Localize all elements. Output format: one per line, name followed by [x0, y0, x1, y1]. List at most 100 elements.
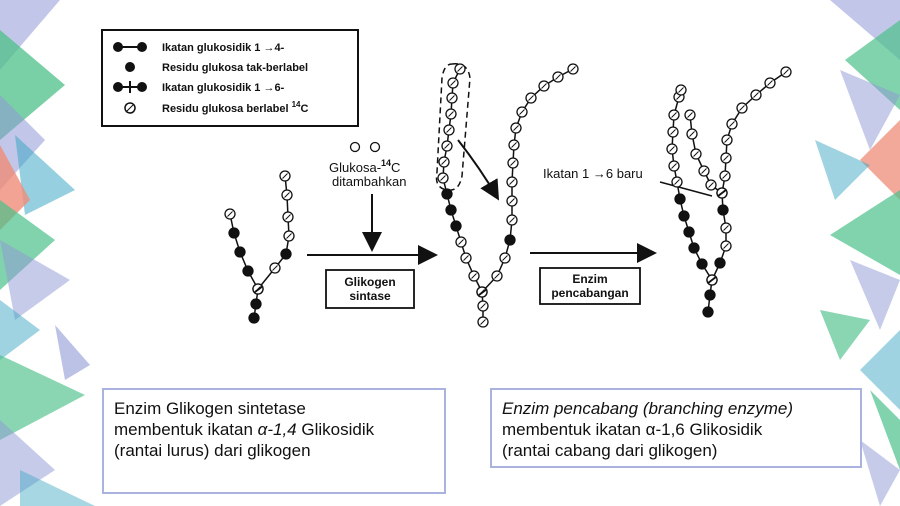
label-mark — [678, 87, 684, 93]
label-mark — [480, 303, 486, 309]
label-mark — [723, 155, 729, 161]
unlabeled-residue — [228, 227, 240, 239]
label-mark — [282, 173, 288, 179]
label-mark — [767, 80, 773, 86]
branch-point-1-6 — [707, 276, 717, 284]
synthase-label-line1: Glikogen — [344, 275, 395, 289]
labeled-glucose-icon — [369, 141, 381, 153]
legend-item-bond-1-4: Ikatan glukosidik 1 →4- — [162, 42, 285, 54]
label-mark — [723, 243, 729, 249]
caption-left-line2: membentuk ikatan α-1,4 Glikosidik — [114, 419, 432, 440]
label-mark — [227, 211, 233, 217]
triangle-decoration — [0, 300, 40, 360]
transfer-arrow — [457, 139, 500, 201]
label-mark — [440, 175, 446, 181]
caption-left-line2-pre: membentuk ikatan — [114, 420, 258, 439]
label-mark — [701, 168, 707, 174]
glycogen-synthase-box: Glikogen sintase — [325, 269, 415, 309]
triangle-decoration — [820, 310, 870, 360]
label-mark — [693, 151, 699, 157]
branch-point-1-6 — [254, 285, 264, 293]
transfer-segment-outline — [435, 63, 471, 191]
unlabeled-residue — [688, 242, 700, 254]
legend-bond-1-6-icon — [113, 81, 147, 93]
label-mark — [513, 125, 519, 131]
label-mark — [687, 112, 693, 118]
unlabeled-residue — [234, 246, 246, 258]
triangle-decoration — [840, 70, 900, 150]
label-mark — [450, 80, 456, 86]
caption-branching-enzyme: Enzim pencabang (branching enzyme) membe… — [490, 388, 862, 468]
label-mark — [446, 127, 452, 133]
caption-left-line3: (rantai lurus) dari glikogen — [114, 441, 311, 460]
label-mark — [541, 83, 547, 89]
label-mark — [285, 214, 291, 220]
label-mark — [284, 192, 290, 198]
unlabeled-residue — [242, 265, 254, 277]
triangle-decoration — [0, 420, 55, 506]
label-mark — [671, 112, 677, 118]
label-mark — [670, 129, 676, 135]
label-mark — [480, 319, 486, 325]
branching-enzyme-box: Enzim pencabangan — [539, 267, 641, 305]
triangle-decoration — [20, 470, 95, 506]
label-mark — [722, 173, 728, 179]
label-mark — [286, 233, 292, 239]
branch-point-1-6 — [717, 189, 727, 197]
branching-label-line1: Enzim — [572, 272, 607, 286]
triangle-decoration — [15, 135, 75, 215]
legend: Ikatan glukosidik 1 →4- Residu glukosa t… — [101, 29, 359, 127]
label-mark — [509, 198, 515, 204]
unlabeled-residue — [674, 193, 686, 205]
triangle-decoration — [860, 440, 900, 506]
unlabeled-residue — [678, 210, 690, 222]
label-mark — [463, 255, 469, 261]
label-mark — [555, 74, 561, 80]
label-mark — [448, 111, 454, 117]
label-mark — [511, 142, 517, 148]
label-mark — [494, 273, 500, 279]
label-mark — [449, 95, 455, 101]
legend-labeled-residue-icon — [124, 102, 136, 114]
label-mark — [753, 92, 759, 98]
labeled-glucose-icon — [349, 141, 361, 153]
label-mark — [441, 159, 447, 165]
glucose-label-line1: Glukosa-14C — [329, 158, 400, 175]
legend-item-unlabeled: Residu glukosa tak-berlabel — [162, 62, 308, 74]
label-mark — [528, 95, 534, 101]
unlabeled-residue — [445, 204, 457, 216]
unlabeled-residue — [702, 306, 714, 318]
unlabeled-residue — [248, 312, 260, 324]
legend-item-labeled: Residu glukosa berlabel 14C — [162, 100, 309, 115]
branch-point-1-6 — [478, 288, 488, 296]
unlabeled-residue — [250, 298, 262, 310]
caption-right-line2: membentuk ikatan α-1,6 Glikosidik — [502, 420, 763, 439]
caption-glycogen-synthase: Enzim Glikogen sintetase membentuk ikata… — [102, 388, 446, 494]
label-mark — [674, 179, 680, 185]
label-mark — [509, 179, 515, 185]
new-bond-pointer — [659, 181, 713, 197]
label-mark — [502, 255, 508, 261]
unlabeled-residue — [717, 204, 729, 216]
label-mark — [671, 163, 677, 169]
legend-unlabeled-residue-icon — [125, 62, 135, 72]
label-mark — [510, 160, 516, 166]
label-mark — [509, 217, 515, 223]
legend-item-bond-1-6: Ikatan glukosidik 1 →6- — [162, 82, 285, 94]
unlabeled-residue — [683, 226, 695, 238]
label-mark — [708, 182, 714, 188]
synthase-label-line2: sintase — [349, 289, 391, 303]
triangle-decoration — [815, 140, 870, 200]
caption-right-line3: (rantai cabang dari glikogen) — [502, 441, 718, 460]
unlabeled-residue — [504, 234, 516, 246]
unlabeled-residue — [280, 248, 292, 260]
triangle-decoration — [55, 325, 90, 380]
label-mark — [519, 109, 525, 115]
triangle-decoration — [0, 240, 70, 320]
triangle-decoration — [845, 20, 900, 110]
label-mark — [669, 146, 675, 152]
glucose-label-line2: ditambahkan — [332, 174, 406, 189]
glucose-added: Glukosa-14C ditambahkan — [329, 141, 406, 189]
label-mark — [458, 239, 464, 245]
